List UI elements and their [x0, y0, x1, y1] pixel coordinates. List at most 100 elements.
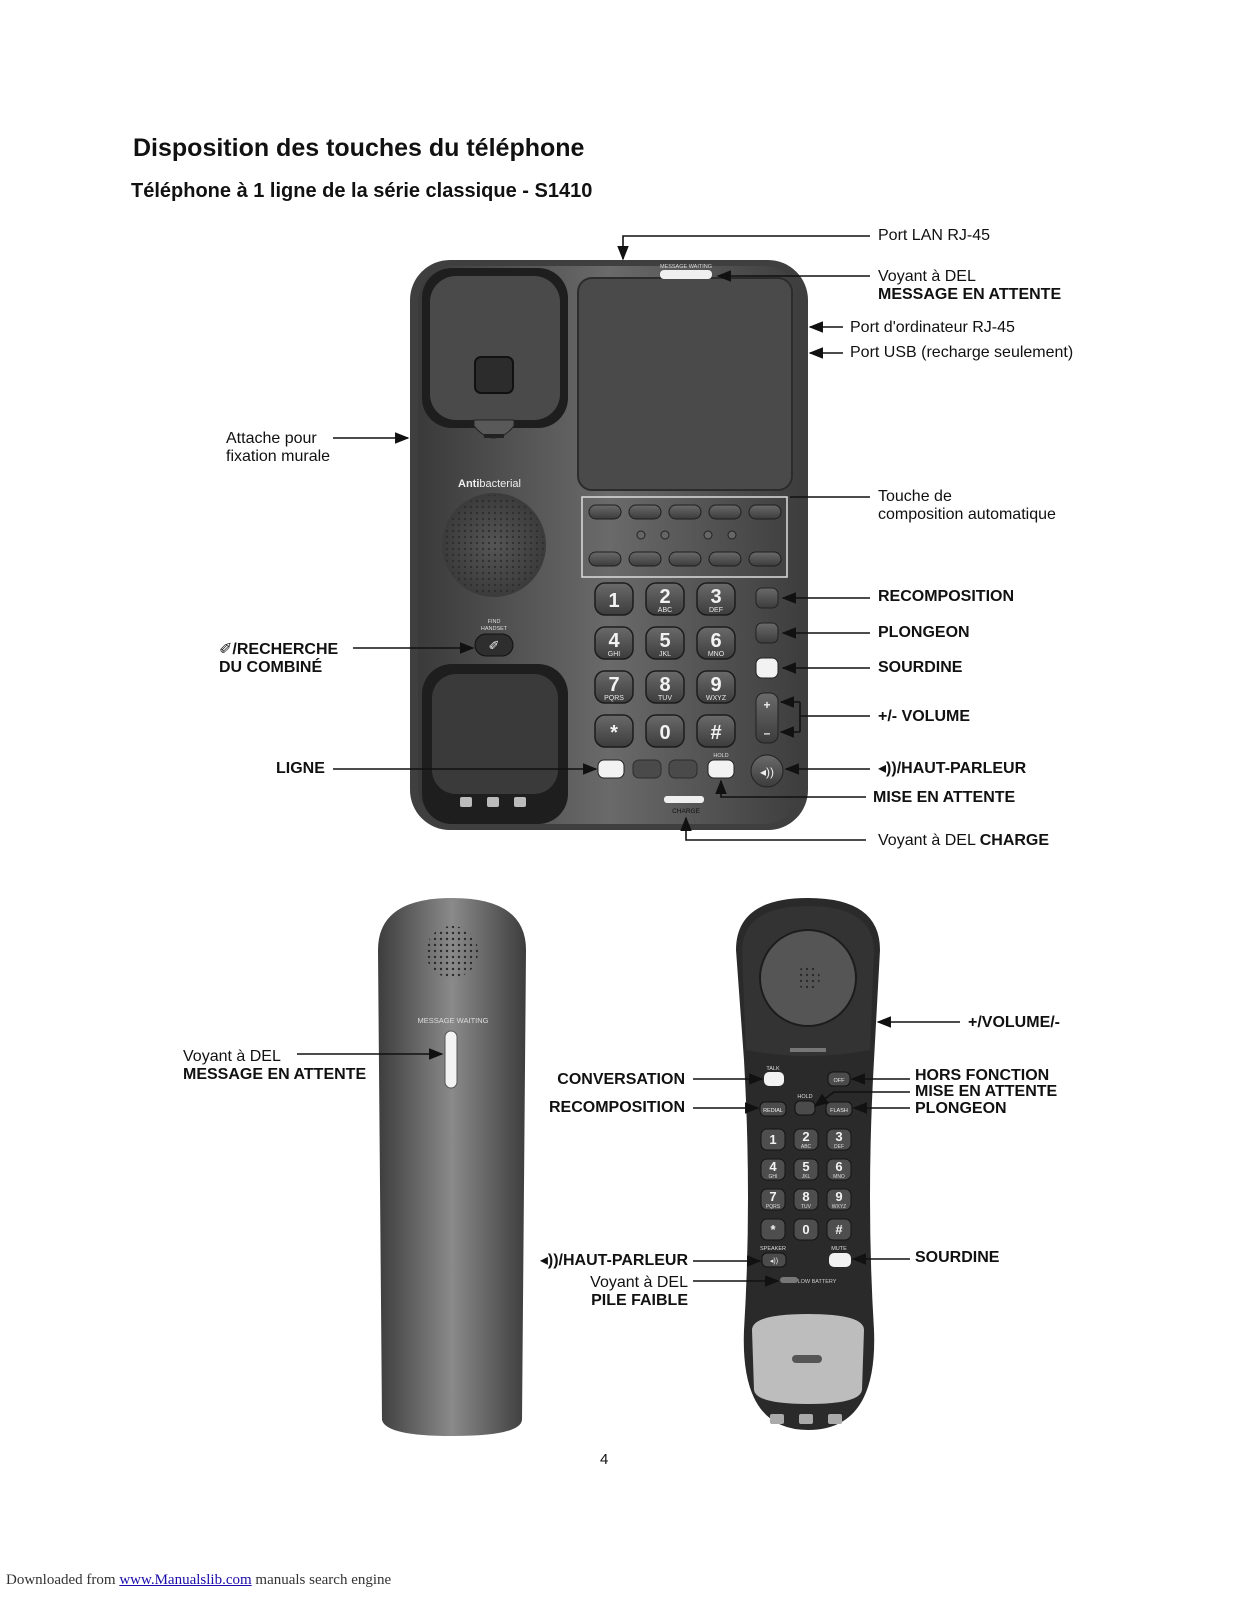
- volume-rocker[interactable]: [755, 692, 779, 744]
- base-unit: MESSAGE WAITING Antibacterial FIND HANDS…: [410, 260, 808, 830]
- base-key[interactable]: [594, 714, 634, 748]
- blank-button-2[interactable]: [668, 759, 698, 779]
- speaker-icon: ◂)): [878, 760, 897, 777]
- label-hs-volume: +/VOLUME/-: [968, 1014, 1061, 1031]
- label-hs-low-battery: Voyant à DEL PILE FAIBLE: [590, 1274, 688, 1310]
- hs-hold-button[interactable]: [794, 1100, 816, 1116]
- flash-button[interactable]: [755, 622, 779, 644]
- hookswitch: [474, 356, 514, 394]
- base-key[interactable]: [696, 626, 736, 660]
- pencil-icon: ✐: [489, 638, 500, 653]
- hs-key[interactable]: [826, 1128, 852, 1151]
- label-wall-clip: Attache pour fixation murale: [226, 430, 330, 466]
- autodial-key[interactable]: [748, 551, 782, 567]
- footer-link[interactable]: www.Manualslib.com: [119, 1572, 252, 1588]
- label-charge-prefix: Voyant à DEL: [878, 832, 980, 849]
- hs-key-digit: 1: [769, 1132, 776, 1147]
- label-redial: RECOMPOSITION: [878, 588, 1015, 605]
- hs-key-letters: TUV: [801, 1204, 812, 1210]
- base-key[interactable]: [645, 670, 685, 704]
- autodial-key[interactable]: [668, 551, 702, 567]
- speaker-button[interactable]: [750, 754, 784, 788]
- hs-redial-button[interactable]: [759, 1101, 787, 1117]
- base-key[interactable]: [645, 626, 685, 660]
- base-key-digit: 3: [710, 586, 721, 608]
- hs-key[interactable]: [793, 1188, 819, 1211]
- label-mute: SOURDINE: [878, 659, 963, 676]
- label-wall-clip-line1: Attache pour: [226, 430, 317, 447]
- blank-button-1[interactable]: [632, 759, 662, 779]
- hs-mute-button[interactable]: [829, 1253, 851, 1267]
- autodial-key[interactable]: [708, 551, 742, 567]
- hs-speaker-icon: ◂)): [770, 1258, 778, 1265]
- mute-button[interactable]: [755, 657, 779, 679]
- label-hs-hold: MISE EN ATTENTE: [915, 1083, 1058, 1100]
- find-handset-button[interactable]: [474, 633, 514, 657]
- hs-key-digit: *: [770, 1222, 776, 1237]
- hs-key[interactable]: [760, 1128, 786, 1151]
- charge-led: [664, 796, 704, 803]
- off-button[interactable]: [827, 1071, 851, 1087]
- base-key[interactable]: [696, 670, 736, 704]
- base-key-letters: TUV: [658, 695, 672, 702]
- hs-key[interactable]: [760, 1218, 786, 1241]
- line-button[interactable]: [597, 759, 625, 779]
- talk-print: TALK: [766, 1066, 780, 1072]
- antibacterial-print: Antibacterial: [458, 478, 521, 490]
- label-line: LIGNE: [276, 760, 325, 777]
- hs-speaker-button[interactable]: [761, 1252, 787, 1268]
- find-print-1: FIND: [488, 619, 501, 625]
- hs-key[interactable]: [793, 1158, 819, 1181]
- hold-button[interactable]: [707, 759, 735, 779]
- base-key-letters: PQRS: [604, 695, 624, 702]
- hs-flash-button[interactable]: [825, 1101, 853, 1117]
- base-key[interactable]: [696, 714, 736, 748]
- hs-key[interactable]: [760, 1158, 786, 1181]
- low-battery-print: LOW BATTERY: [798, 1279, 837, 1285]
- hs-key[interactable]: [826, 1188, 852, 1211]
- base-key[interactable]: [594, 582, 634, 616]
- base-key[interactable]: [645, 582, 685, 616]
- base-mw-print: MESSAGE WAITING: [660, 264, 712, 270]
- autodial-key[interactable]: [628, 551, 662, 567]
- hs-key[interactable]: [793, 1218, 819, 1241]
- hs-key[interactable]: [760, 1188, 786, 1211]
- hs-key-digit: 7: [769, 1189, 776, 1204]
- autodial-key[interactable]: [628, 504, 662, 520]
- hs-key-digit: 3: [835, 1129, 842, 1144]
- base-key-digit: #: [710, 722, 721, 744]
- hs-key[interactable]: [826, 1218, 852, 1241]
- autodial-key[interactable]: [588, 551, 622, 567]
- base-key[interactable]: [645, 714, 685, 748]
- label-mw-led-line2: MESSAGE EN ATTENTE: [878, 286, 1062, 303]
- autodial-indicator: [660, 530, 670, 540]
- base-key[interactable]: [696, 582, 736, 616]
- label-autodial: Touche de composition automatique: [878, 488, 1056, 524]
- hs-key-digit: #: [835, 1222, 843, 1237]
- label-speaker: ◂))/HAUT-PARLEUR: [878, 760, 1026, 778]
- autodial-key[interactable]: [668, 504, 702, 520]
- hs-key[interactable]: [793, 1128, 819, 1151]
- hs-key-letters: JKL: [802, 1174, 811, 1180]
- autodial-key[interactable]: [708, 504, 742, 520]
- hs-key[interactable]: [826, 1158, 852, 1181]
- base-key[interactable]: [594, 670, 634, 704]
- label-hs-mw-line1: Voyant à DEL: [183, 1048, 281, 1065]
- autodial-keys[interactable]: [588, 504, 782, 567]
- page-title: Disposition des touches du téléphone: [133, 134, 585, 162]
- label-hs-speaker-text: /HAUT-PARLEUR: [558, 1252, 688, 1269]
- base-key-letters: GHI: [608, 651, 621, 658]
- talk-button[interactable]: [764, 1072, 784, 1086]
- page-subtitle: Téléphone à 1 ligne de la série classiqu…: [131, 180, 593, 202]
- autodial-key[interactable]: [748, 504, 782, 520]
- label-flash: PLONGEON: [878, 624, 970, 641]
- hs-speaker-print: SPEAKER: [760, 1246, 786, 1252]
- label-hs-off: HORS FONCTION: [915, 1067, 1050, 1084]
- autodial-key[interactable]: [588, 504, 622, 520]
- base-key[interactable]: [594, 626, 634, 660]
- redial-button[interactable]: [755, 587, 779, 609]
- base-key-digit: *: [610, 722, 618, 744]
